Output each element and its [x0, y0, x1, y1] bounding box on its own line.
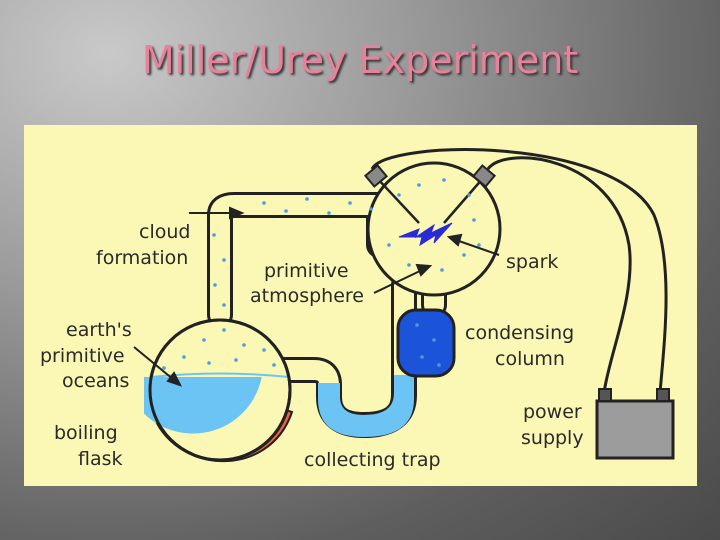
label-condensing: condensing: [465, 322, 574, 344]
trap-water: [318, 375, 414, 437]
label-earths: earth's: [66, 319, 132, 341]
label-collecting-trap: collecting trap: [304, 449, 441, 471]
label-atmosphere: atmosphere: [250, 285, 364, 307]
label-supply: supply: [521, 427, 584, 449]
label-spark: spark: [506, 251, 558, 273]
label-power: power: [523, 401, 582, 423]
label-oceans: oceans: [62, 370, 129, 392]
battery-icon: [595, 399, 675, 460]
slide-title: Miller/Urey Experiment: [141, 38, 579, 82]
label-formation: formation: [96, 247, 188, 269]
diagram-canvas: cloud formation primitive atmosphere spa…: [40, 148, 675, 471]
label-flask: flask: [78, 448, 123, 470]
miller-urey-diagram: cloud formation primitive atmosphere spa…: [24, 125, 697, 486]
label-column: column: [495, 348, 565, 370]
gas-molecules: [162, 178, 481, 370]
pointer-arrows: [133, 206, 500, 387]
label-primitive: primitive: [264, 260, 349, 282]
electrodes: [375, 176, 485, 224]
spark-icon: [398, 222, 453, 247]
label-ocean-primitive: primitive: [40, 345, 125, 367]
condensing-column: [396, 308, 456, 378]
label-boiling: boiling: [54, 422, 118, 444]
power-wires: [370, 148, 668, 394]
label-cloud: cloud: [139, 221, 190, 243]
